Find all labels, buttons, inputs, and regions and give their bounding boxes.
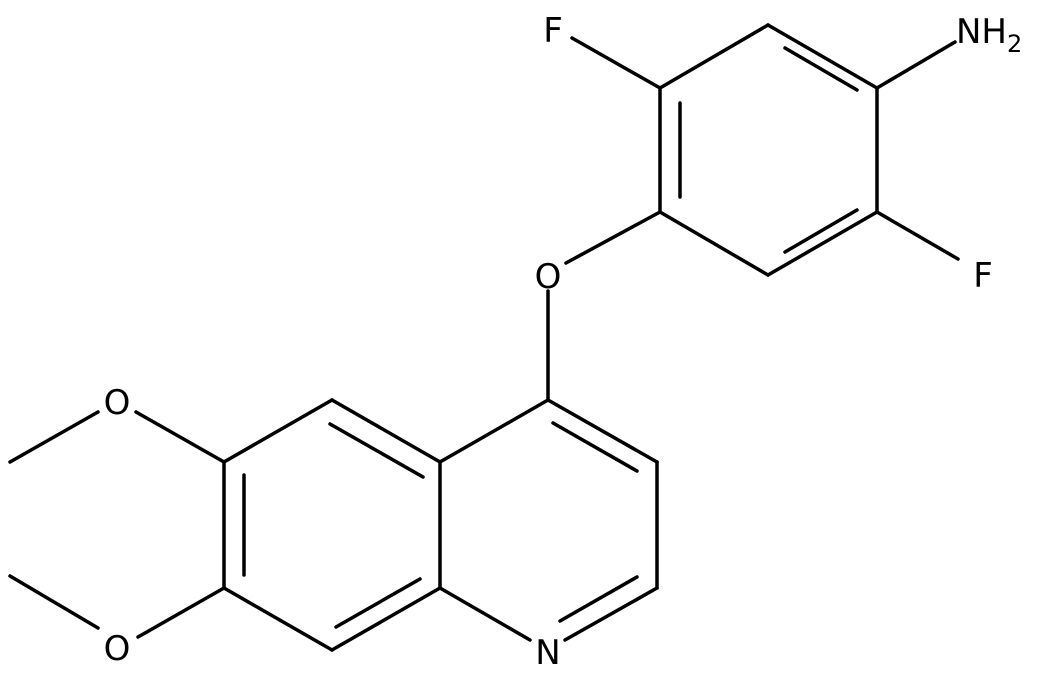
bond [766, 210, 879, 277]
bond [334, 577, 422, 629]
bond [330, 586, 442, 652]
bond-c-o-ether [564, 210, 662, 265]
bond [546, 398, 659, 464]
pyridine-ring [438, 398, 659, 642]
aniline-ring [658, 23, 879, 277]
bond-c-f-right [875, 210, 960, 261]
bond [783, 208, 859, 254]
bond [551, 421, 639, 473]
bond [558, 575, 639, 623]
bond [658, 210, 770, 277]
bond-o-ch3-upper [8, 410, 100, 464]
fluorine-right-label: F [973, 256, 993, 296]
methoxy-oxygen-upper-label: O [104, 383, 131, 423]
quinoline-nitrogen-label: N [535, 633, 560, 673]
bond [563, 586, 659, 642]
bond [783, 46, 859, 92]
bond-c-o-methoxy-lower [136, 586, 226, 639]
bond [222, 586, 334, 652]
bond-o-ch3-lower [8, 574, 100, 630]
bond [438, 586, 532, 642]
bond-c-n-amine [875, 40, 957, 90]
bond [328, 422, 425, 479]
bond [330, 398, 442, 464]
benzo-ring [222, 398, 442, 652]
methoxy-oxygen-lower-label: O [104, 629, 131, 669]
bond-c-f-top [570, 36, 662, 90]
amine-main: NH [956, 12, 1007, 52]
amine-label: NH2 [956, 12, 1022, 58]
amine-subscript: 2 [1007, 30, 1022, 58]
ether-oxygen-label: O [535, 257, 562, 297]
bond [658, 23, 770, 90]
bond-c-o-methoxy-upper [134, 410, 226, 464]
bond [222, 398, 334, 464]
bond [766, 23, 879, 90]
bond [438, 398, 550, 464]
fluorine-top-label: F [543, 11, 563, 51]
